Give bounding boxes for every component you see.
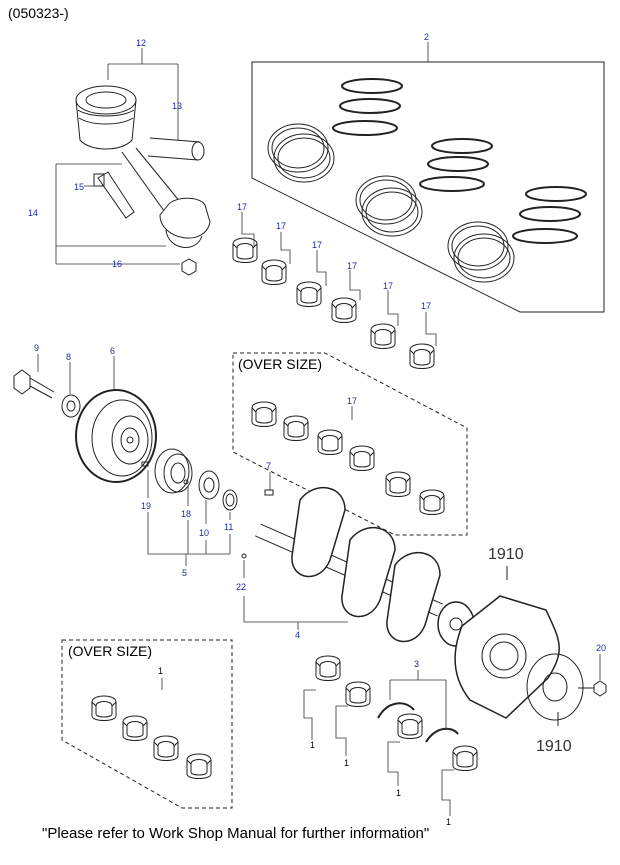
- callout-17-c[interactable]: 17: [312, 240, 323, 250]
- callout-19[interactable]: 19: [141, 501, 152, 511]
- ref-code-bottom: 1910: [536, 738, 572, 755]
- oversize-box-title-lower: (OVER SIZE): [66, 643, 155, 659]
- callout-3[interactable]: 3: [414, 659, 420, 669]
- callout-15[interactable]: 15: [74, 182, 85, 192]
- callout-17-e[interactable]: 17: [383, 281, 394, 291]
- callout-8[interactable]: 8: [66, 352, 72, 362]
- oversize-box-title-upper: (OVER SIZE): [236, 356, 325, 372]
- callout-17-g[interactable]: 17: [347, 396, 358, 406]
- crankshaft-sprocket: [154, 448, 193, 494]
- callout-17-f[interactable]: 17: [421, 301, 432, 311]
- main-bearing-upper-3: [397, 713, 423, 739]
- callout-18[interactable]: 18: [181, 509, 192, 519]
- connecting-rod-bolt: [93, 171, 135, 219]
- pin-22: [241, 553, 247, 559]
- oversize-conrod-bearing-2: [283, 415, 309, 441]
- callout-22[interactable]: 22: [236, 582, 247, 592]
- conrod-bearing-5: [370, 323, 396, 349]
- crankshaft: [255, 486, 475, 647]
- oversize-main-bearing-2: [122, 715, 148, 741]
- piston-ring-group-3: [447, 186, 587, 283]
- oversize-conrod-bearing-3: [317, 429, 343, 455]
- callout-1-a[interactable]: 1: [158, 666, 164, 676]
- main-bearing-upper-4: [452, 745, 478, 771]
- oversize-main-bearing-1: [91, 695, 117, 721]
- callout-17-d[interactable]: 17: [347, 261, 358, 271]
- oversize-frame-lower: [61, 639, 233, 809]
- adapter-plate: [526, 653, 584, 721]
- callout-11[interactable]: 11: [224, 522, 234, 532]
- callout-14[interactable]: 14: [28, 208, 39, 218]
- callout-20[interactable]: 20: [596, 643, 607, 653]
- callout-1-b[interactable]: 1: [310, 740, 316, 750]
- callout-2[interactable]: 2: [424, 32, 430, 42]
- flywheel-bolt: [578, 680, 607, 697]
- oversize-conrod-bearing-4: [349, 445, 375, 471]
- oversize-conrod-bearing-5: [385, 471, 411, 497]
- front-oil-seal: [198, 470, 220, 500]
- woodruff-key: [141, 461, 149, 467]
- connecting-rod-nut: [181, 258, 197, 276]
- callout-7[interactable]: 7: [266, 461, 272, 471]
- callout-1-c[interactable]: 1: [344, 758, 350, 768]
- conrod-bearing-6: [409, 343, 435, 369]
- thrust-bearing: [377, 702, 459, 743]
- oversize-main-bearing-4: [186, 753, 212, 779]
- ref-code-top: 1910: [488, 546, 524, 563]
- conrod-bearing-4: [331, 297, 357, 323]
- callout-17-a[interactable]: 17: [237, 202, 248, 212]
- callout-12[interactable]: 12: [136, 38, 147, 48]
- callout-1-e[interactable]: 1: [446, 817, 452, 827]
- callout-9[interactable]: 9: [34, 343, 40, 353]
- piston-ring-set-frame: [251, 61, 605, 313]
- pin-18: [183, 479, 189, 485]
- main-bearing-upper-1: [315, 655, 341, 681]
- callout-5[interactable]: 5: [182, 568, 188, 578]
- oversize-conrod-bearing-6: [419, 489, 445, 515]
- callout-13[interactable]: 13: [172, 101, 183, 111]
- main-bearing-upper-2: [345, 681, 371, 707]
- callout-4[interactable]: 4: [295, 630, 301, 640]
- date-code-header: (050323-): [8, 5, 69, 21]
- seal-ring-11: [222, 489, 238, 511]
- drive-plate: [454, 595, 560, 719]
- callout-16[interactable]: 16: [112, 259, 123, 269]
- conrod-bearing-1: [232, 237, 258, 263]
- callout-6[interactable]: 6: [110, 346, 116, 356]
- footer-note: "Please refer to Work Shop Manual for fu…: [42, 825, 430, 842]
- oversize-conrod-bearing-1: [251, 401, 277, 427]
- conrod-bearing-2: [261, 259, 287, 285]
- oversize-frame-upper: [232, 352, 468, 536]
- key-7: [264, 489, 274, 496]
- piston-and-connecting-rod: [75, 85, 211, 248]
- callout-10[interactable]: 10: [199, 528, 210, 538]
- leader-lines: [37, 42, 601, 816]
- washer: [61, 394, 81, 418]
- callout-17-b[interactable]: 17: [276, 221, 287, 231]
- conrod-bearing-3: [296, 281, 322, 307]
- piston-ring-group-2: [355, 138, 493, 237]
- piston-ring-group-1: [267, 78, 403, 183]
- crank-pulley-bolt: [13, 369, 55, 399]
- callout-1-d[interactable]: 1: [396, 788, 402, 798]
- oversize-main-bearing-3: [153, 735, 179, 761]
- damper-pulley: [75, 389, 157, 483]
